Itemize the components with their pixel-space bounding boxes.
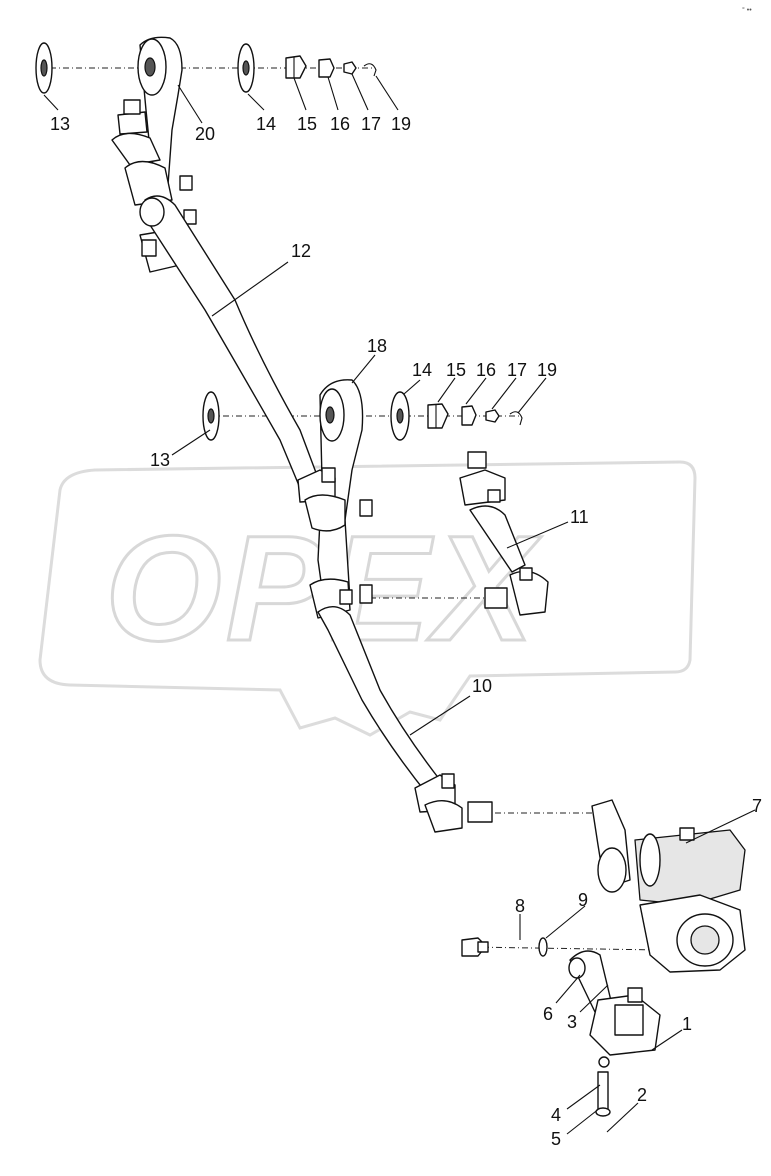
top-hardware-row xyxy=(35,42,377,94)
callout-17-top: 17 xyxy=(361,114,381,134)
callout-7: 7 xyxy=(752,796,762,816)
steering-gear-7 xyxy=(591,799,746,973)
callout-20: 20 xyxy=(195,124,215,144)
callout-12: 12 xyxy=(291,241,311,261)
callout-9: 9 xyxy=(578,890,588,910)
nut-15-top xyxy=(285,55,307,79)
callout-6: 6 xyxy=(543,1004,553,1024)
callout-13-mid: 13 xyxy=(150,450,170,470)
lower-parts xyxy=(461,937,661,1117)
callout-8: 8 xyxy=(515,896,525,916)
callout-14-top: 14 xyxy=(256,114,276,134)
cotter-pin-19-mid xyxy=(509,411,523,426)
washer-9 xyxy=(538,937,548,957)
center-lines xyxy=(50,67,661,951)
nut-16-top xyxy=(318,58,335,78)
callout-labels: 13 20 14 15 16 17 19 12 18 14 15 16 17 1… xyxy=(50,114,762,1149)
callout-16-top: 16 xyxy=(330,114,350,134)
callout-16-mid: 16 xyxy=(476,360,496,380)
callout-10: 10 xyxy=(472,676,492,696)
drag-link-10 xyxy=(317,606,493,833)
callout-14-mid: 14 xyxy=(412,360,432,380)
callout-1: 1 xyxy=(682,1014,692,1034)
grease-fitting-17-top xyxy=(343,61,357,75)
callout-19-top: 19 xyxy=(391,114,411,134)
callout-3: 3 xyxy=(567,1012,577,1032)
bolt-2 xyxy=(597,1071,609,1113)
middle-hardware-row xyxy=(202,391,523,441)
callout-4: 4 xyxy=(551,1105,561,1125)
callout-18: 18 xyxy=(367,336,387,356)
callout-11: 11 xyxy=(570,507,589,527)
leader-lines xyxy=(43,73,756,1135)
upper-bellcrank-assembly xyxy=(111,36,197,273)
corner-mark: ° •• xyxy=(742,6,752,14)
middle-bellcrank-assembly xyxy=(297,379,373,619)
callout-5: 5 xyxy=(551,1129,561,1149)
callout-15-top: 15 xyxy=(297,114,317,134)
callout-13-top: 13 xyxy=(50,114,70,134)
nut-16-mid xyxy=(461,405,477,426)
grease-fitting-17-mid xyxy=(485,409,500,423)
callout-19-mid: 19 xyxy=(537,360,557,380)
tie-link-11 xyxy=(459,451,549,616)
cotter-pin-19-top xyxy=(363,63,377,77)
callout-17-mid: 17 xyxy=(507,360,527,380)
nut-15-mid xyxy=(427,403,449,429)
upper-ball-stud xyxy=(117,111,148,135)
washer-4 xyxy=(598,1056,610,1068)
drag-link-12 xyxy=(139,195,319,489)
callout-2: 2 xyxy=(637,1085,647,1105)
callout-15-mid: 15 xyxy=(446,360,466,380)
